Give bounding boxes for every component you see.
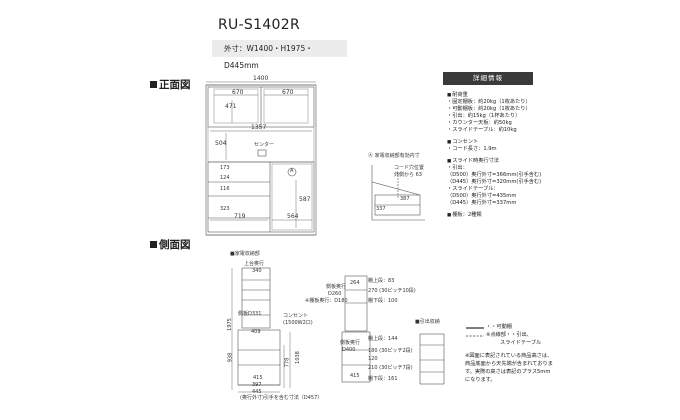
spec-item: ・コード長さ：1.9m <box>447 146 497 152</box>
value-415: 415 <box>350 373 360 379</box>
height-note: ※図面に表記されている商品高さは、商品底面から天先端が含まれております。実際の高… <box>465 353 553 383</box>
cord-note: コード穴位置 <box>394 165 425 171</box>
upper-depth-label: 上台奥行 <box>244 261 265 267</box>
pitch-2: 180 (30ピッチ2段) <box>368 348 413 354</box>
upper-right-width: 670 <box>282 89 294 96</box>
dim-445: 445 <box>252 389 262 395</box>
legend-movable: ・・可動棚 <box>486 324 512 330</box>
spec-item: ・スライドテーブル：約10kg <box>447 127 517 133</box>
center-label: センター <box>254 142 275 148</box>
height-778: 778 <box>284 357 291 368</box>
spec-item: （D500）奥行外寸=435mm <box>447 193 517 199</box>
spec-item: ・固定棚板：約20kg（1枚あたり） <box>447 99 531 105</box>
spec-group-head: コンセント <box>447 139 547 146</box>
detail-title: Ⓐ 家電収納部有効内寸 <box>368 153 420 159</box>
top-shelf-label: 棚上段：83 <box>368 278 395 284</box>
value-120: 120 <box>368 356 378 362</box>
legend-drawer: ※点線部・・引出、 <box>486 332 532 338</box>
appliance-title: ■家電収納部 <box>230 251 260 257</box>
detail-depth: 337 <box>376 206 386 212</box>
detail-value: 387 <box>400 196 410 202</box>
specs-header: 詳細情報 <box>443 72 533 85</box>
height-1038: 1038 <box>294 351 301 364</box>
front-width: 1400 <box>253 75 269 82</box>
spec-item: ・引出：約15kg（1杯あたり） <box>447 113 521 119</box>
cord-note-2: 外側から 63 <box>394 172 422 178</box>
dim-415: 415 <box>253 375 263 381</box>
lower-depth: D400 <box>342 347 356 353</box>
front-view-heading: 正面図 <box>150 80 191 91</box>
spec-item: ・カウンター天板：約50kg <box>447 120 512 126</box>
spec-item: （D500）奥行外寸=366mm(引手含む) <box>447 172 542 178</box>
shelf-depth-label: 側板奥行 <box>326 284 347 290</box>
dim-124: 124 <box>220 175 230 181</box>
legend-slide: スライドテーブル <box>500 340 542 346</box>
spec-item: ・可動棚板：約20kg（1枚あたり） <box>447 106 531 112</box>
lower-top-shelf: 棚上段：144 <box>368 336 398 342</box>
outlet-label: コンセント <box>283 313 309 319</box>
dim-409: 409 <box>251 329 261 335</box>
spec-group-head: 耐荷重 <box>447 92 547 99</box>
model-title: RU-S1402R <box>218 17 300 33</box>
outer-dimensions: 外寸：W1400・H1975・D445mm <box>212 40 347 70</box>
total-height: 1975 <box>226 318 233 331</box>
spec-item: ・スライドテーブル： <box>447 186 499 192</box>
upper-depth: 340 <box>252 268 262 274</box>
side-view-heading: 側面図 <box>150 240 191 251</box>
lower-bottom-shelf: 棚下段：161 <box>368 376 398 382</box>
lower-right-width: 564 <box>287 213 299 220</box>
bottom-shelf-label: 棚下段：100 <box>368 298 398 304</box>
lower-depth-label: 側板奥行 <box>340 340 361 346</box>
spec-item: （D445）奥行外寸=320mm(引手含む) <box>447 179 542 185</box>
pitch-3: 210 (30ピッチ7段) <box>368 365 413 371</box>
drawer-title: ■引出収納 <box>415 319 440 325</box>
dim-323: 323 <box>220 206 230 212</box>
dim-397: 397 <box>252 382 262 388</box>
shelf-note: ※棚板奥行：D180 <box>305 298 348 304</box>
height-938: 938 <box>227 352 234 363</box>
side-depth: 側板D331 <box>238 311 262 317</box>
lower-left-width: 719 <box>234 213 246 220</box>
upper-left-width: 670 <box>232 89 244 96</box>
shelf-h-264: 264 <box>350 280 360 286</box>
dim-173: 173 <box>220 165 230 171</box>
lower-height: 587 <box>299 196 311 203</box>
marker-a: A <box>290 168 294 174</box>
outlet-spec: (1500W2口) <box>283 320 313 326</box>
spec-item: （D445）奥行外寸=337mm <box>447 200 517 206</box>
spec-list: 耐荷重 ・固定棚板：約20kg（1枚あたり） ・可動棚板：約20kg（1枚あたり… <box>447 92 547 219</box>
spec-group-head: スライド時奥行寸法 <box>447 158 547 165</box>
spec-group-head: 棚板：2種類 <box>447 212 547 219</box>
spec-item: ・引出： <box>447 165 468 171</box>
pitch-1: 270 (30ピッチ10段) <box>368 288 416 294</box>
shelf-depth: D260 <box>328 291 342 297</box>
inner-width: 1357 <box>251 124 267 131</box>
side-footnote: (奥行外寸)引手を含む寸法（D457） <box>240 395 323 401</box>
upper-height: 471 <box>225 103 237 110</box>
dim-116: 116 <box>220 186 230 192</box>
mid-height: 504 <box>215 140 227 147</box>
